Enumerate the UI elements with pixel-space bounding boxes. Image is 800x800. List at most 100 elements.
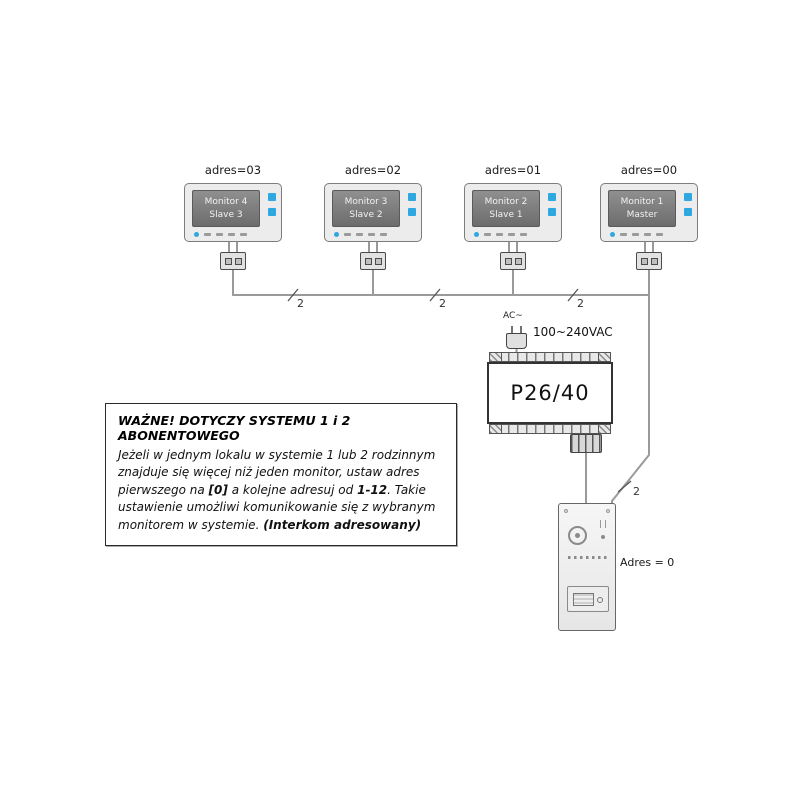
monitor-button-icon: [684, 193, 692, 201]
monitor-address-label: adres=00: [620, 163, 678, 177]
monitor-body: Monitor 3 Slave 2: [324, 183, 422, 242]
monitor-side-buttons: [548, 193, 556, 216]
voltage-label: 100~240VAC: [533, 325, 613, 339]
terminal-connector: [500, 252, 526, 270]
touch-key-icon: [496, 233, 503, 236]
psu-mount-ear-icon: [598, 352, 611, 362]
monitor-screen: Monitor 1 Master: [608, 190, 676, 227]
terminal-icon: [374, 257, 382, 265]
monitor-pin-wires: [228, 241, 654, 253]
terminal-icon: [224, 257, 232, 265]
ac-plug-icon: [506, 333, 527, 349]
plug-prongs-icon: [511, 326, 522, 334]
camera-lens-icon: [568, 526, 587, 545]
touch-key-icon: [380, 233, 387, 236]
wire-count-slashes: [287, 288, 632, 493]
monitor-unit-3: adres=02 Monitor 3 Slave 2: [324, 163, 422, 270]
monitor-address-label: adres=01: [484, 163, 542, 177]
door-station-address-label: Adres = 0: [620, 556, 675, 569]
touch-key-icon: [368, 233, 375, 236]
screw-icon: [606, 509, 610, 513]
monitor-role: Master: [626, 209, 658, 220]
monitor-drop-wires: [232, 269, 514, 296]
psu-mount-ear-icon: [489, 424, 502, 434]
monitor-role: Slave 1: [489, 209, 523, 220]
touch-key-icon: [216, 233, 223, 236]
power-supply: P26/40: [487, 362, 613, 424]
monitor-side-buttons: [684, 193, 692, 216]
terminal-connector: [220, 252, 246, 270]
touch-key-icon: [520, 233, 527, 236]
touch-key-icon: [620, 233, 627, 236]
monitor-screen: Monitor 4 Slave 3: [192, 190, 260, 227]
pair-slash-icon: [287, 288, 299, 302]
monitor-button-icon: [268, 193, 276, 201]
nameplate-panel: [567, 586, 609, 612]
pair-slash-icon: [567, 288, 579, 302]
pair-slash-icon: [617, 480, 632, 493]
touch-key-icon: [356, 233, 363, 236]
terminal-icon: [364, 257, 372, 265]
monitor-side-buttons: [408, 193, 416, 216]
wire-pair-count: 2: [577, 297, 584, 310]
monitor-button-icon: [548, 193, 556, 201]
touch-key-icon: [344, 233, 351, 236]
pair-slash-icon: [429, 288, 441, 302]
monitor-screen: Monitor 3 Slave 2: [332, 190, 400, 227]
monitor-role: Slave 2: [349, 209, 383, 220]
bell-icon: [597, 597, 603, 603]
monitor-role: Slave 3: [209, 209, 243, 220]
monitor-screen: Monitor 2 Slave 1: [472, 190, 540, 227]
monitor-touch-keys: [194, 232, 247, 237]
psu-bottom-terminal-strip: [489, 424, 611, 434]
monitor-name: Monitor 1: [620, 197, 664, 208]
monitor-unit-2: adres=01 Monitor 2 Slave 1: [464, 163, 562, 270]
terminal-connector: [360, 252, 386, 270]
power-led-icon: [194, 232, 199, 237]
monitor-touch-keys: [334, 232, 387, 237]
terminal-icon: [650, 257, 658, 265]
touch-key-icon: [240, 233, 247, 236]
monitor-button-icon: [408, 208, 416, 216]
power-led-icon: [334, 232, 339, 237]
psu-mount-ear-icon: [598, 424, 611, 434]
notice-text-bold: 1-12: [357, 482, 388, 497]
touch-key-icon: [484, 233, 491, 236]
monitor-body: Monitor 1 Master: [600, 183, 698, 242]
power-led-icon: [474, 232, 479, 237]
notice-title: WAŻNE! DOTYCZY SYSTEMU 1 i 2 ABONENTOWEG…: [118, 413, 351, 443]
important-notice-box: WAŻNE! DOTYCZY SYSTEMU 1 i 2 ABONENTOWEG…: [105, 403, 457, 546]
monitor-name: Monitor 2: [484, 197, 528, 208]
power-supply-model: P26/40: [510, 381, 590, 405]
notice-text-bold: (Interkom adresowany): [263, 517, 422, 532]
terminal-icon: [640, 257, 648, 265]
wire-pair-count: 2: [633, 485, 640, 498]
psu-output-connector: [570, 434, 602, 453]
terminal-connector: [636, 252, 662, 270]
monitor-side-buttons: [268, 193, 276, 216]
speaker-grille-icon: [568, 556, 608, 559]
wire-pair-count: 2: [297, 297, 304, 310]
microphone-icon: [601, 535, 605, 539]
notice-text: . Takie ustawienie umożliwi komunikowani…: [118, 482, 436, 532]
monitor-unit-4: adres=03 Monitor 4 Slave 3: [184, 163, 282, 270]
bus-wires: [228, 241, 654, 504]
monitor-button-icon: [268, 208, 276, 216]
screw-icon: [564, 509, 568, 513]
ac-input-label: AC~: [503, 311, 523, 321]
terminal-icon: [504, 257, 512, 265]
indicator-marks-icon: [600, 520, 606, 528]
monitor-touch-keys: [474, 232, 527, 237]
power-led-icon: [610, 232, 615, 237]
notice-text: Jeżeli w jednym lokalu w systemie 1 lub …: [118, 448, 436, 497]
monitor-body: Monitor 2 Slave 1: [464, 183, 562, 242]
monitor-button-icon: [408, 193, 416, 201]
terminal-icon: [234, 257, 242, 265]
notice-body: Jeżeli w jednym lokalu w systemie 1 lub …: [118, 447, 444, 534]
monitor-unit-1: adres=00 Monitor 1 Master: [600, 163, 698, 270]
psu-mount-ear-icon: [489, 352, 502, 362]
touch-key-icon: [228, 233, 235, 236]
master-to-door-wire: [611, 269, 650, 504]
